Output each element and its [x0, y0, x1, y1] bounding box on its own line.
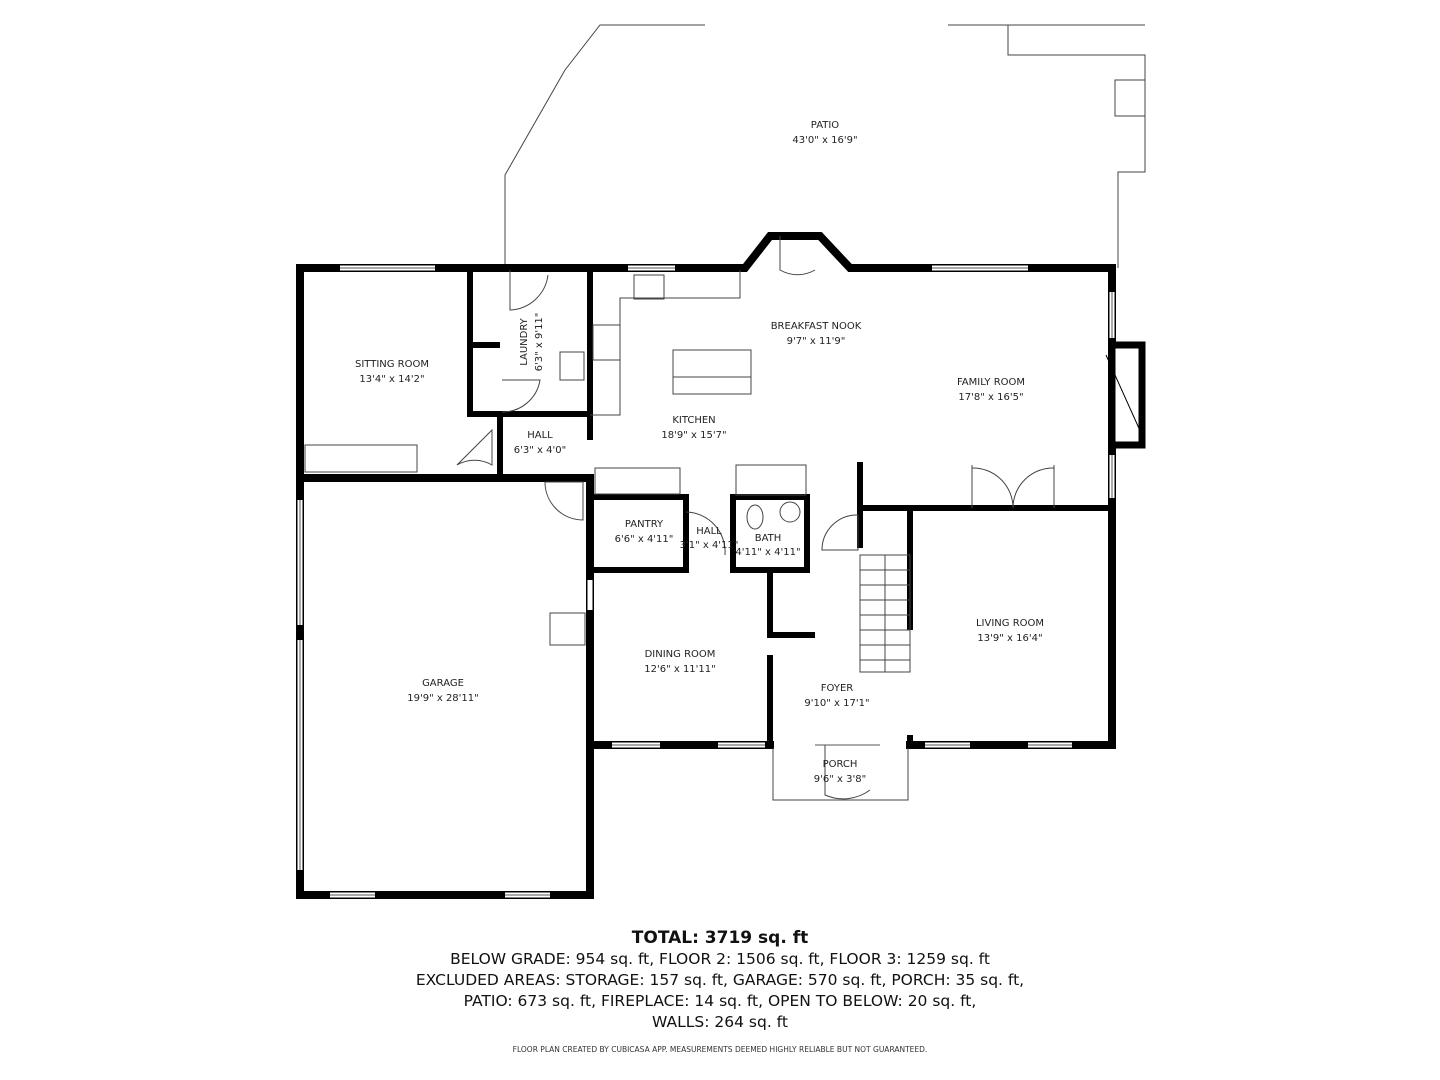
patio-outline-right [948, 24, 1146, 268]
room-name: FAMILY ROOM [957, 377, 1025, 388]
porch-outline [772, 748, 909, 801]
door-icon [544, 481, 584, 521]
room-dims: 13'4" x 14'2" [359, 374, 424, 385]
windows [297, 265, 1115, 898]
room-name: SITTING ROOM [355, 359, 429, 370]
room-dims: 43'0" x 16'9" [792, 135, 857, 146]
laundry-sink-icon [559, 351, 585, 381]
door-icon [509, 270, 549, 311]
room-dims: 17'8" x 16'5" [958, 392, 1023, 403]
door-icon [685, 511, 726, 556]
room-dims: 6'3" x 4'0" [514, 445, 566, 456]
area-breakdown-line: WALLS: 264 sq. ft [652, 1013, 788, 1031]
room-labels: PATIO 43'0" x 16'9" SITTING ROOM 13'4" x… [355, 120, 1044, 785]
bench [304, 444, 418, 473]
toilet-icon [746, 504, 764, 530]
door-icon [501, 379, 541, 413]
room-dims: 12'6" x 11'11" [644, 664, 716, 675]
kitchen-island [672, 349, 752, 395]
walls [296, 232, 1146, 899]
room-dims: 3'1" x 4'11" [680, 540, 739, 551]
fireplace [1108, 341, 1146, 449]
door-icon [456, 428, 493, 466]
room-name: DINING ROOM [645, 649, 716, 660]
sink-icon [633, 274, 665, 300]
front-door-icon [824, 745, 871, 800]
patio-outline [504, 24, 705, 268]
room-dims: 19'9" x 28'11" [407, 693, 479, 704]
door-icon [779, 236, 816, 276]
room-name: LAUNDRY [519, 317, 530, 365]
room-dims: 9'10" x 17'1" [804, 698, 869, 709]
room-dims: 18'9" x 15'7" [661, 430, 726, 441]
room-name: BREAKFAST NOOK [771, 321, 862, 332]
area-breakdown-line: EXCLUDED AREAS: STORAGE: 157 sq. ft, GAR… [415, 971, 1025, 989]
room-name: PORCH [823, 759, 858, 770]
room-name: BATH [755, 533, 782, 544]
room-name: LIVING ROOM [976, 618, 1044, 629]
stove-icon [592, 324, 621, 361]
room-dims: 9'6" x 3'8" [814, 774, 866, 785]
room-name: FOYER [821, 683, 854, 694]
vanity [735, 464, 807, 496]
room-name: GARAGE [422, 678, 464, 689]
area-breakdown-line: BELOW GRADE: 954 sq. ft, FLOOR 2: 1506 s… [450, 950, 990, 968]
french-door-icon [971, 465, 1055, 509]
fixtures [304, 236, 1055, 801]
room-dims: 6'6" x 4'11" [615, 534, 674, 545]
total-area: TOTAL: 3719 sq. ft [631, 928, 809, 948]
room-dims: 6'3" x 9'11" [534, 313, 545, 372]
room-name: KITCHEN [672, 415, 715, 426]
room-name: HALL [696, 526, 722, 537]
room-name: PANTRY [625, 519, 664, 530]
room-dims: 9'7" x 11'9" [787, 336, 846, 347]
credit-note: FLOOR PLAN CREATED BY CUBICASA APP. MEAS… [512, 1045, 928, 1054]
area-breakdown-line: PATIO: 673 sq. ft, FIREPLACE: 14 sq. ft,… [463, 992, 977, 1010]
room-name: PATIO [811, 120, 840, 131]
room-dims: 4'11" x 4'11" [735, 547, 800, 558]
grill-icon [1114, 79, 1146, 117]
bath-sink-icon [779, 501, 801, 523]
room-name: HALL [527, 430, 553, 441]
door-icon [821, 514, 859, 551]
room-dims: 13'9" x 16'4" [977, 633, 1042, 644]
